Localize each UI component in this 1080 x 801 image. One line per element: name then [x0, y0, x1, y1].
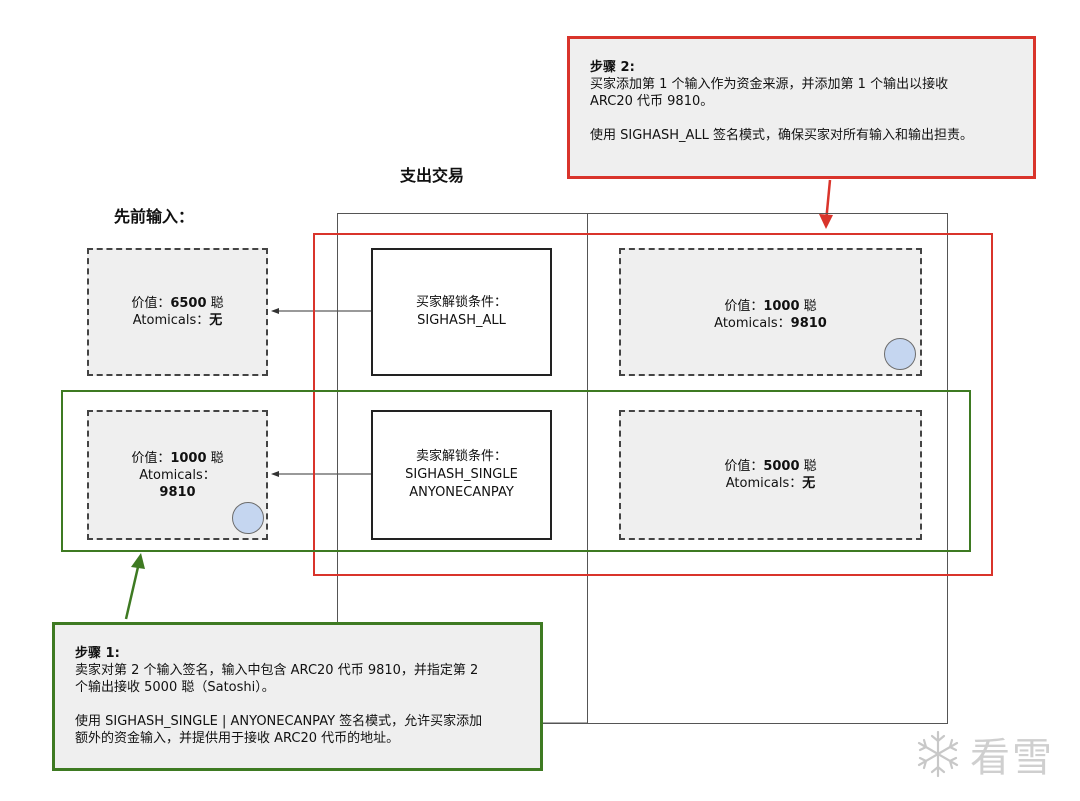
output-1: 价值：1000 聪 Atomicals：9810 — [619, 248, 922, 376]
buyer-unlock-condition: 买家解锁条件： SIGHASH_ALL — [371, 248, 552, 376]
watermark: 看雪 — [912, 724, 1072, 784]
seller-highlight-box — [61, 390, 971, 552]
seller-unlock-condition: 卖家解锁条件： SIGHASH_SINGLE ANYONECANPAY — [371, 410, 552, 540]
watermark-text: 看雪 — [970, 735, 1054, 781]
previous-inputs-heading: 先前输入： — [114, 207, 195, 226]
snowflake-icon — [917, 730, 959, 778]
table-column-divider — [587, 213, 588, 724]
step-2-note: 步骤 2: 买家添加第 1 个输入作为资金来源，并添加第 1 个输出以接收 AR… — [567, 36, 1036, 179]
buyer-highlight-box — [313, 233, 993, 576]
arrow-step1-to-green-box — [124, 566, 140, 620]
step-1-note: 步骤 1: 卖家对第 2 个输入签名，输入中包含 ARC20 代币 9810，并… — [52, 622, 543, 771]
transaction-table — [337, 213, 948, 724]
atomical-coin-icon — [232, 502, 264, 534]
atomical-coin-icon — [884, 338, 916, 370]
previous-input-1: 价值：6500 聪 Atomicals：无 — [87, 248, 268, 376]
output-2: 价值：5000 聪 Atomicals：无 — [619, 410, 922, 540]
arrow-step2-head — [819, 214, 833, 229]
spending-transaction-heading: 支出交易 — [400, 166, 465, 185]
arrow-step1-head — [131, 553, 145, 569]
